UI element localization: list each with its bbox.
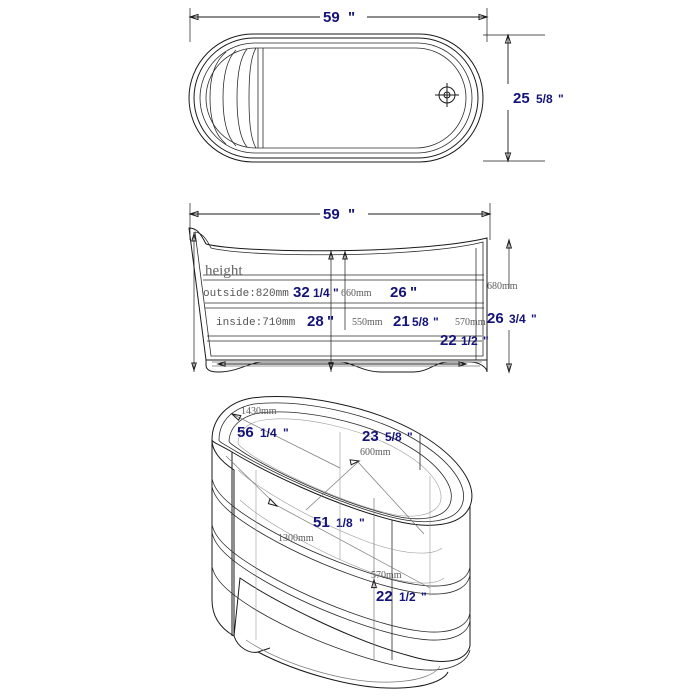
outside-inch2-value: 26 bbox=[390, 284, 407, 301]
side-right-mm: 680mm bbox=[487, 281, 518, 292]
iso-width-inch-value: 23 bbox=[362, 428, 379, 445]
top-view-backrest-slats bbox=[209, 47, 264, 149]
side-right-inch-fraction: 3/4 bbox=[509, 312, 526, 326]
iso-width-inch-fraction: 5/8 bbox=[385, 430, 402, 444]
side-view-tub-body bbox=[188, 227, 488, 373]
inside-inch2-value: 21 bbox=[393, 313, 410, 330]
outside-label: outside:820mm bbox=[203, 288, 289, 300]
iso-height-mm: 570mm bbox=[371, 570, 402, 581]
top-view-tub-outline bbox=[188, 33, 484, 163]
side-view-right-height-dimension: 680mm 26 3/4 " bbox=[487, 238, 537, 374]
top-view-depth-dimension: 25 5/8 " bbox=[483, 33, 564, 163]
iso-construction-lines bbox=[255, 432, 431, 640]
top-view-depth-fraction: 5/8 bbox=[536, 92, 553, 106]
iso-length-inch-fraction: 1/4 bbox=[260, 426, 277, 440]
side-bottom-inch-fraction: 1/2 bbox=[461, 334, 478, 348]
outside-inch-unit: " bbox=[333, 286, 339, 300]
outside-inch-value: 32 bbox=[293, 284, 310, 301]
top-view-width-value: 59 bbox=[323, 9, 340, 26]
top-view-width-dimension: 59 " bbox=[188, 8, 489, 42]
iso-length-mm: 1430mm bbox=[241, 406, 277, 417]
inside-inch2-fraction: 5/8 bbox=[412, 315, 429, 329]
inside-inch-value: 28 bbox=[307, 313, 324, 330]
iso-height-dimension: 570mm 22 1/2 " bbox=[370, 498, 427, 660]
iso-inner-mm: 1300mm bbox=[278, 533, 314, 544]
side-view: 59 " bbox=[188, 203, 537, 374]
height-row-outside: outside:820mm 32 1/4 " 660mm 26 " bbox=[203, 284, 417, 301]
iso-width-dimension: 23 5/8 " 600mm bbox=[305, 428, 425, 535]
inside-mm-tertiary: 570mm bbox=[455, 317, 486, 328]
side-view-width-unit: " bbox=[348, 206, 355, 223]
iso-view: 1430mm 56 1/4 " 23 5/8 " 600mm 51 1/8 " … bbox=[211, 396, 473, 689]
outside-inch2-unit: " bbox=[410, 284, 417, 301]
side-view-internal-leaders bbox=[191, 232, 477, 372]
top-view-depth-value: 25 bbox=[513, 90, 530, 107]
iso-height-inch-fraction: 1/2 bbox=[399, 590, 416, 604]
side-view-bottom-dimension: 22 1/2 " bbox=[440, 332, 489, 349]
iso-inner-inch-fraction: 1/8 bbox=[336, 516, 353, 530]
inside-inch2-unit: " bbox=[433, 315, 439, 329]
side-view-width-dimension: 59 " bbox=[188, 203, 492, 240]
iso-width-inch-unit: " bbox=[407, 430, 413, 444]
iso-inner-inch-unit: " bbox=[359, 516, 365, 530]
top-view-width-unit: " bbox=[348, 9, 355, 26]
outside-inch-fraction: 1/4 bbox=[313, 286, 330, 300]
outside-mm-secondary: 660mm bbox=[341, 288, 372, 299]
iso-height-inch-value: 22 bbox=[376, 588, 393, 605]
side-bottom-inch-unit: " bbox=[483, 334, 489, 348]
iso-tub-base bbox=[233, 635, 449, 689]
iso-tub-rim bbox=[211, 396, 473, 526]
side-right-inch-value: 26 bbox=[487, 310, 504, 327]
inside-inch-unit: " bbox=[327, 313, 334, 330]
iso-width-mm: 600mm bbox=[360, 447, 391, 458]
top-view-depth-unit: " bbox=[558, 92, 564, 106]
iso-length-dimension: 1430mm 56 1/4 " bbox=[230, 406, 341, 469]
drain-crosshair-icon bbox=[435, 83, 459, 107]
iso-length-inch-unit: " bbox=[283, 426, 289, 440]
height-table-title: height bbox=[205, 263, 243, 279]
inside-label: inside:710mm bbox=[216, 317, 296, 329]
iso-length-inch-value: 56 bbox=[237, 424, 254, 441]
inside-mm-secondary: 550mm bbox=[352, 317, 383, 328]
iso-height-inch-unit: " bbox=[421, 590, 427, 604]
height-row-inside: inside:710mm 28 " 550mm 21 5/8 " 570mm bbox=[216, 313, 486, 330]
side-view-width-value: 59 bbox=[323, 206, 340, 223]
iso-inner-inch-value: 51 bbox=[313, 514, 330, 531]
top-view: 59 " 25 5/8 " bbox=[188, 8, 564, 163]
side-right-inch-unit: " bbox=[531, 312, 537, 326]
iso-tub-bands bbox=[211, 469, 471, 671]
side-bottom-inch-value: 22 bbox=[440, 332, 457, 349]
